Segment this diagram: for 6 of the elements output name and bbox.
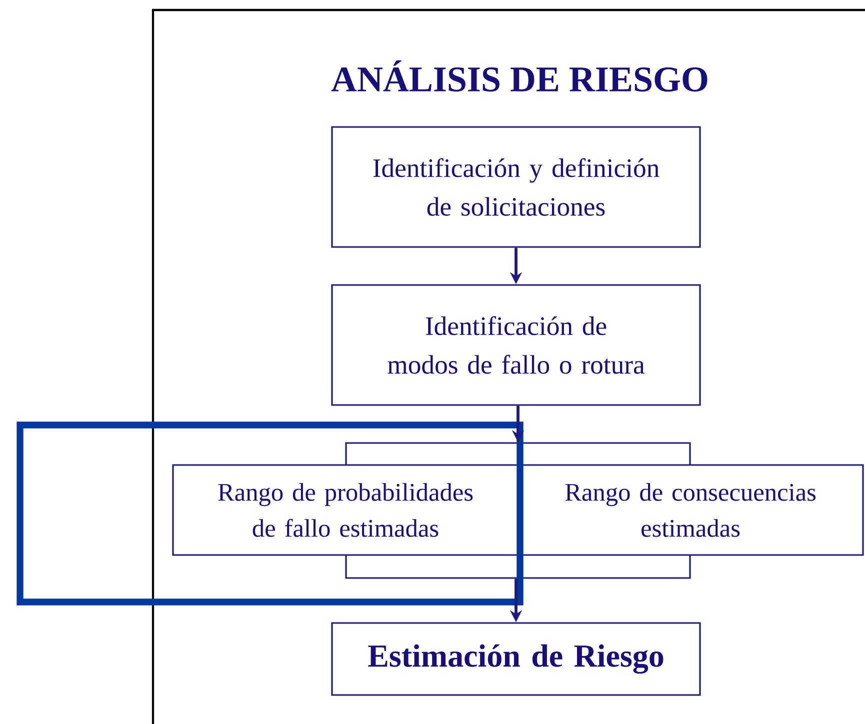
process-box: Rango de consecuencias estimadas (517, 464, 864, 556)
process-box: Identificación y definición de solicitaciones (331, 126, 701, 248)
process-box: Rango de probabilidades de fallo estimadas (172, 464, 519, 556)
result-box: Estimación de Riesgo (331, 622, 701, 696)
title: ANÁLISIS DE RIESGO (331, 60, 708, 92)
process-box: Identificación de modos de fallo o rotura (331, 284, 701, 406)
